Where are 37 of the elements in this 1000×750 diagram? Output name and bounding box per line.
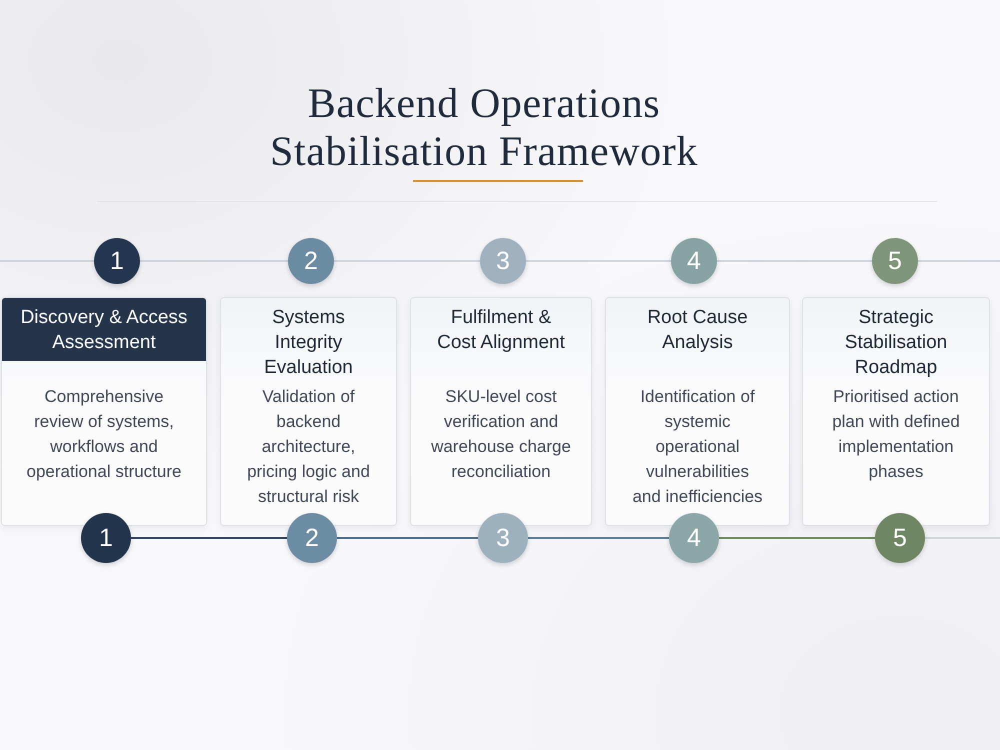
step-description: Prioritised action plan with defined implementation phases xyxy=(831,386,961,483)
diagram-title: Backend Operations Stabilisation Framework xyxy=(269,80,699,176)
step-circle: 2 xyxy=(288,238,334,284)
step-circle: 1 xyxy=(94,238,140,284)
step-description: Comprehensive review of systems, workflows and operational structure xyxy=(26,386,182,483)
connector-line xyxy=(140,260,288,262)
step-card xyxy=(1,297,207,526)
step-heading: Fulfilment & Cost Alignment xyxy=(436,306,566,355)
heading-banner: Discovery & Access Assessment xyxy=(2,298,206,361)
connector-line xyxy=(131,537,287,539)
step-circle: 4 xyxy=(671,238,717,284)
connector-line xyxy=(526,260,671,262)
step-heading: Systems Integrity Evaluation xyxy=(263,306,354,380)
connector-line xyxy=(717,260,872,262)
step-circle: 5 xyxy=(872,238,918,284)
step-card xyxy=(605,297,790,526)
step-description: Validation of backend architecture, pricing logic and structural risk xyxy=(246,386,371,508)
step-circle: 4 xyxy=(669,513,719,563)
step-card xyxy=(802,297,990,526)
connector-line xyxy=(337,537,478,539)
step-description: SKU-level cost verification and warehouse charge reconciliation xyxy=(430,386,572,483)
step-circle: 1 xyxy=(81,513,131,563)
step-description: Identification of systemic operational vulnerabilities and inefficiencies xyxy=(632,386,763,508)
connector-line xyxy=(528,537,669,539)
step-heading: Strategic Stabilisation Roadmap xyxy=(844,306,948,380)
connector-line xyxy=(918,260,1000,262)
step-circle: 3 xyxy=(478,513,528,563)
step-heading: Root Cause Analysis xyxy=(646,306,749,355)
step-circle: 5 xyxy=(875,513,925,563)
connector-line xyxy=(719,537,875,539)
connector-line xyxy=(925,537,1000,539)
connector-line xyxy=(334,260,480,262)
step-card xyxy=(220,297,397,526)
step-circle: 3 xyxy=(480,238,526,284)
connector-line xyxy=(0,260,94,262)
step-circle: 2 xyxy=(287,513,337,563)
step-card xyxy=(410,297,592,526)
